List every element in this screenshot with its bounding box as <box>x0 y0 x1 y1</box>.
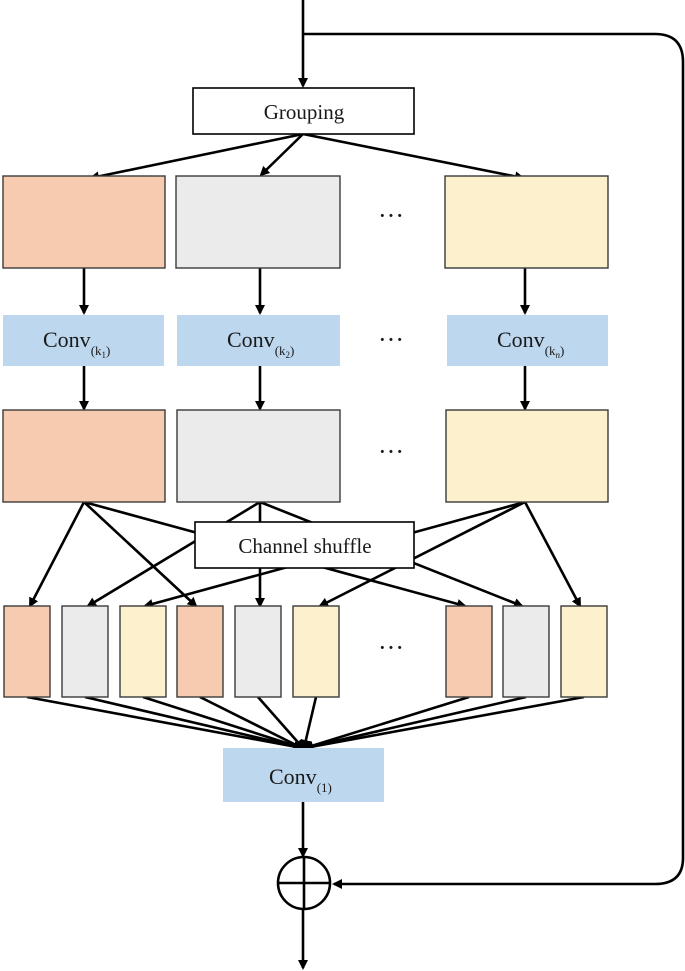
group-block-1 <box>2 175 166 269</box>
conv-kn-box <box>447 315 608 366</box>
conv-ellipsis: ··· <box>378 325 404 354</box>
shuffled-channel <box>61 605 109 698</box>
add-operator-icon <box>276 855 332 911</box>
conv-1x1-label: Conv(1) <box>269 764 332 795</box>
channel-shuffle-box <box>194 521 415 569</box>
conv-k1-box <box>3 315 164 366</box>
conv-out-block-n <box>445 409 609 503</box>
conv-k2-label: Conv(k2) <box>227 327 294 360</box>
conv-out-block-1 <box>2 409 166 503</box>
conv-k2-box <box>177 315 340 366</box>
row2-ellipsis: ··· <box>378 437 404 466</box>
residual-path <box>303 32 685 889</box>
row3-ellipsis: ··· <box>378 633 404 662</box>
shuffled-channel <box>176 605 224 698</box>
grouping-arrow-2 <box>259 133 304 177</box>
conv-k1-label: Conv(k1) <box>43 327 110 360</box>
shuffled-channel <box>502 605 550 698</box>
grouping-label: Grouping <box>264 100 345 124</box>
grouping-arrow-1 <box>89 132 304 182</box>
shuffled-channel <box>3 605 51 698</box>
shuffled-channel <box>119 605 167 698</box>
conv-out-block-2 <box>176 409 341 503</box>
shuffled-channel <box>292 605 340 698</box>
group-block-2 <box>175 175 341 269</box>
grouping-arrow-3 <box>302 132 525 182</box>
merge-arrows <box>26 695 585 752</box>
shuffled-channels <box>3 605 608 698</box>
group-block-n <box>444 175 609 269</box>
channel-shuffle-label: Channel shuffle <box>238 534 371 558</box>
shuffled-channel <box>560 605 608 698</box>
shuffled-channel <box>234 605 282 698</box>
shuffled-channel <box>445 605 493 698</box>
conv-kn-label: Conv(kn) <box>497 327 564 360</box>
grouping-box <box>192 87 415 135</box>
conv-1x1-box <box>223 748 384 802</box>
row1-ellipsis: ··· <box>378 201 404 230</box>
